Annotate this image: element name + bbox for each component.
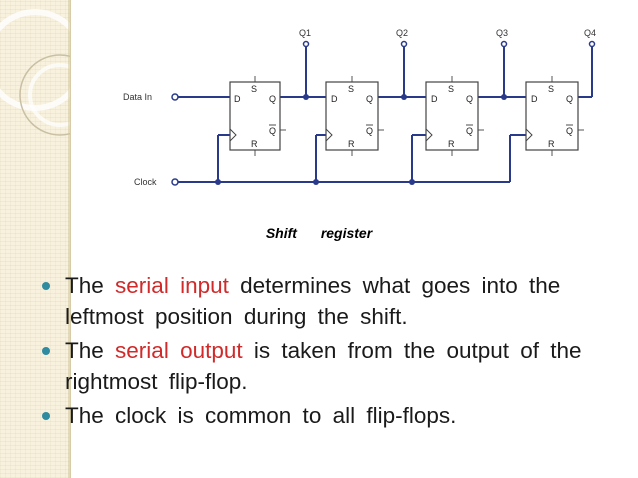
ff2-q-label: Q: [366, 94, 373, 104]
ff3-d-label: D: [431, 94, 438, 104]
ff2-qbar-label: Q: [366, 126, 373, 136]
bullet-text-pre: The clock is common to all flip-flops.: [65, 403, 457, 428]
bullet-text-pre: The: [65, 338, 104, 363]
ff1-q-label: Q: [269, 94, 276, 104]
shift-register-diagram: Data In Clock Q1 Q2 Q3 Q4 D S Q R Q D S …: [123, 28, 596, 187]
ff2-d-label: D: [331, 94, 338, 104]
data-in-label: Data In: [123, 92, 152, 102]
bullet-dot-icon: [42, 282, 50, 290]
ff4-q-label: Q: [566, 94, 573, 104]
ff4-s-label: S: [548, 84, 554, 94]
ff2-s-label: S: [348, 84, 354, 94]
caption-word-register: register: [320, 225, 373, 241]
q2-label: Q2: [396, 28, 408, 38]
q3-label: Q3: [496, 28, 508, 38]
ff2-r-label: R: [348, 139, 355, 149]
decorative-side-panel: [0, 0, 71, 478]
q1-label: Q1: [299, 28, 311, 38]
bullet-dot-icon: [42, 347, 50, 355]
ff1-d-label: D: [234, 94, 241, 104]
bullet-highlight-serial-output: serial output: [115, 338, 243, 363]
ff4-qbar-label: Q: [566, 126, 573, 136]
flip-flop-1: [229, 81, 281, 151]
bullet-text-post: is taken from the output of the rightmos…: [65, 338, 582, 394]
bullet-item-serial-output: The serial output is taken from the outp…: [40, 335, 630, 397]
data-in-terminal: [171, 93, 179, 101]
ff1-qbar-label: Q: [269, 126, 276, 136]
caption-word-shift: Shift: [265, 225, 297, 241]
bullet-text-pre: The: [65, 273, 104, 298]
q4-label: Q4: [584, 28, 596, 38]
bullet-item-clock: The clock is common to all flip-flops.: [40, 400, 630, 431]
bullet-item-serial-input: The serial input determines what goes in…: [40, 270, 630, 332]
ff3-r-label: R: [448, 139, 455, 149]
clock-terminal: [171, 178, 179, 186]
diagram-caption: Shift register: [0, 225, 638, 241]
flip-flop-2: [325, 81, 379, 151]
ff3-s-label: S: [448, 84, 454, 94]
ff1-r-label: R: [251, 139, 258, 149]
ff1-s-label: S: [251, 84, 257, 94]
bullet-dot-icon: [42, 412, 50, 420]
bullet-list: The serial input determines what goes in…: [40, 270, 630, 434]
flip-flop-4: [525, 81, 579, 151]
ff4-r-label: R: [548, 139, 555, 149]
clock-label: Clock: [134, 177, 157, 187]
bullet-text-post: determines what goes into the leftmost p…: [65, 273, 561, 329]
decorative-rings: [0, 0, 70, 478]
ff4-d-label: D: [531, 94, 538, 104]
bullet-highlight-serial-input: serial input: [115, 273, 229, 298]
flip-flop-3: [425, 81, 479, 151]
ff3-qbar-label: Q: [466, 126, 473, 136]
ff3-q-label: Q: [466, 94, 473, 104]
